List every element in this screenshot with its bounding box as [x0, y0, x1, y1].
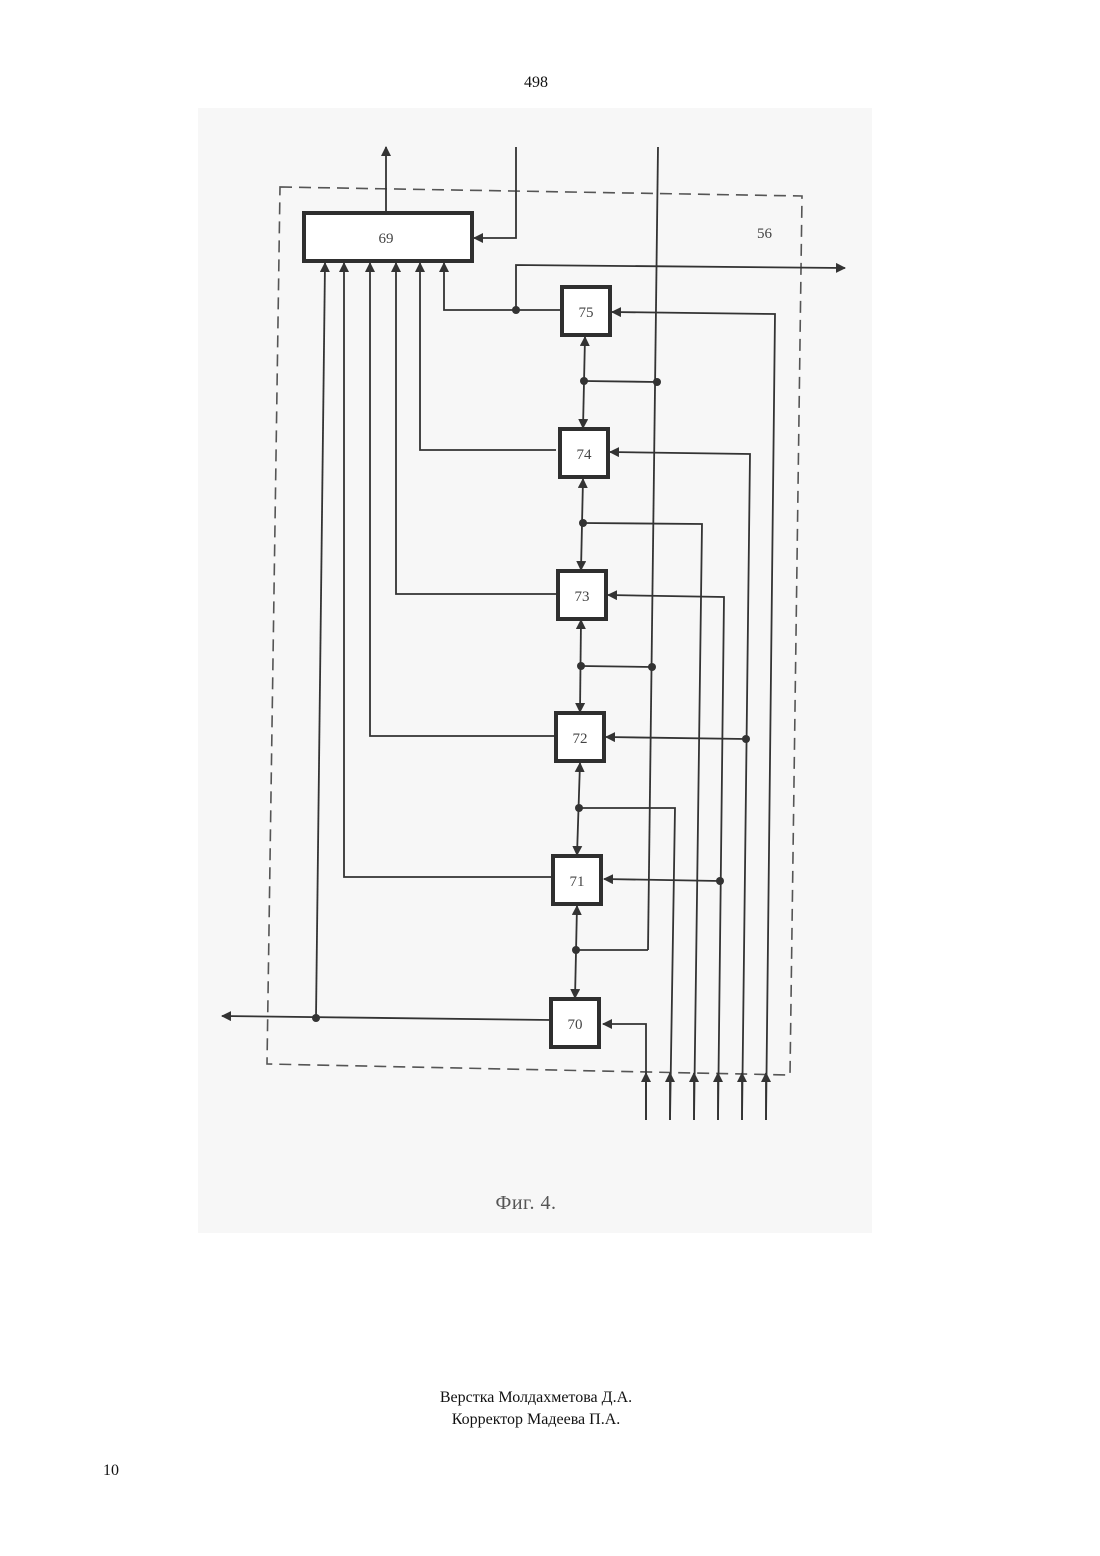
block-75-label: 75 — [579, 305, 594, 321]
junction-dot — [648, 663, 656, 671]
input-line-6 — [612, 312, 775, 1120]
block-69-label: 69 — [379, 231, 394, 247]
b70-external-output-line — [222, 1016, 551, 1020]
b72-to-b69-line — [370, 263, 554, 736]
unit-56-label: 56 — [757, 226, 773, 242]
b70-to-b69-line — [316, 263, 325, 1018]
input-line-5 — [610, 452, 750, 1120]
junction-dot — [579, 519, 587, 527]
junction-dot — [716, 877, 724, 885]
tap-75-74 — [584, 381, 657, 382]
junction-dot — [742, 735, 750, 743]
credits: Верстка Молдахметова Д.А. Корректор Маде… — [0, 1387, 1072, 1431]
junction-dot — [577, 662, 585, 670]
block-72-label: 72 — [573, 731, 588, 747]
junction-dot — [312, 1014, 320, 1022]
block-70-label: 70 — [568, 1017, 583, 1033]
b75-to-b69-line — [444, 263, 560, 310]
page-number-bottom: 10 — [103, 1462, 119, 1480]
tap-73-72 — [581, 666, 652, 667]
top-vertical-bus-line — [648, 147, 658, 950]
junction-dot — [575, 804, 583, 812]
tap-to-b71 — [604, 879, 720, 881]
junction-dot — [572, 946, 580, 954]
b69-top-input-line — [474, 147, 516, 238]
block-73-label: 73 — [575, 589, 590, 605]
tap-to-b72 — [606, 737, 746, 739]
junction-dot — [512, 306, 520, 314]
junction-dot — [653, 378, 661, 386]
credit-layout: Верстка Молдахметова Д.А. — [0, 1387, 1072, 1409]
b71-to-b69-line — [344, 263, 551, 877]
block-71-label: 71 — [570, 874, 585, 890]
block-74-label: 74 — [577, 447, 593, 463]
credit-proofreader: Корректор Мадеева П.А. — [0, 1409, 1072, 1431]
figure-caption: Фиг. 4. — [0, 1192, 1052, 1215]
b74-to-b69-line — [420, 263, 556, 450]
unit-boundary-dashed — [267, 187, 802, 1075]
junction-dot — [580, 377, 588, 385]
input-line-4 — [608, 595, 724, 1120]
